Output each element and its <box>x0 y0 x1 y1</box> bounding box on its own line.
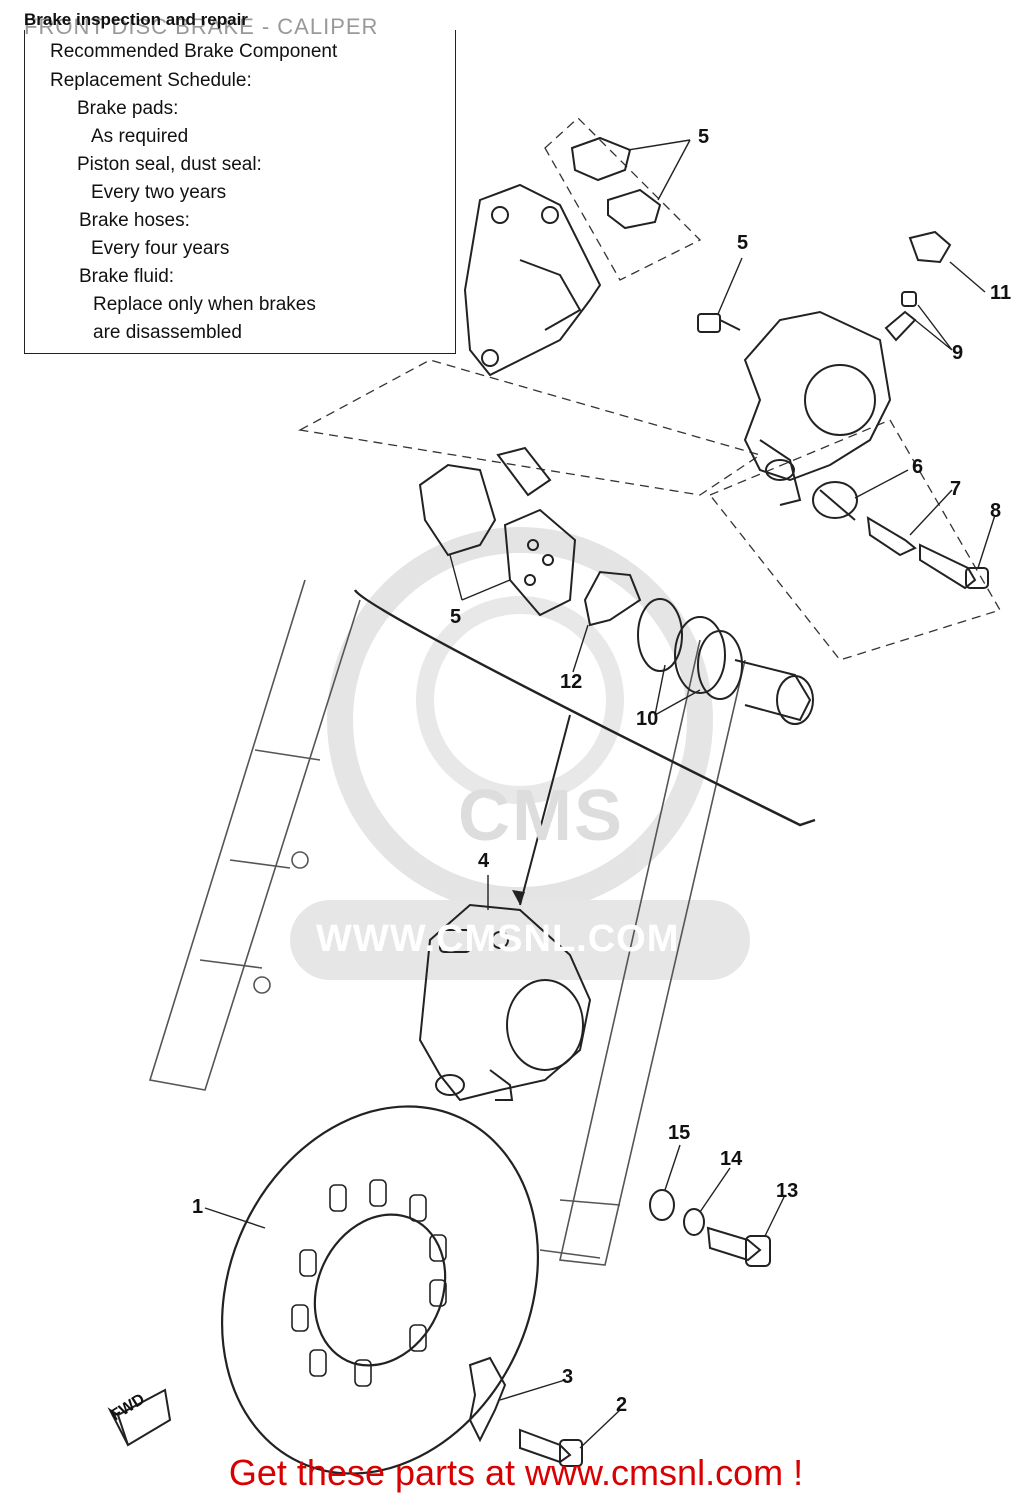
caliper-bracket-top <box>463 183 602 377</box>
brake-disc <box>221 1105 539 1475</box>
section-divider <box>353 589 816 827</box>
watermark-logo <box>290 527 750 980</box>
callout-14: 14 <box>720 1148 743 1170</box>
pad-retainer <box>908 230 952 264</box>
callout-10: 10 <box>636 708 659 730</box>
callout-6: 6 <box>912 456 924 478</box>
forward-arrow <box>107 1388 172 1447</box>
inspection-line: Brake hoses: <box>79 210 190 231</box>
caliper-body-upper <box>743 310 892 506</box>
inspection-line: As required <box>91 126 189 147</box>
pad-spring-top <box>570 136 662 230</box>
inspection-line: Every two years <box>91 182 227 203</box>
watermark-url: WWW.CMSNL.COM <box>316 918 680 960</box>
fork-tube-right <box>539 639 746 1266</box>
callout-11: 11 <box>990 282 1012 304</box>
caliper-bracket-outline <box>298 117 1001 661</box>
leader-lines <box>204 139 996 1449</box>
diagram-title: FRONT DISC BRAKE - CALIPER <box>24 14 379 39</box>
piston-and-seals <box>583 570 814 725</box>
callout-12: 12 <box>560 671 583 693</box>
inspection-box-heading: Brake inspection and repair <box>24 10 248 29</box>
bleed-screw <box>884 291 917 342</box>
inspection-line: Recommended Brake Component <box>50 41 338 62</box>
inspection-line: Brake pads: <box>77 98 179 119</box>
callout-15: 15 <box>668 1122 691 1144</box>
callout-7: 7 <box>950 478 962 500</box>
inspection-line: Replace only when brakes <box>93 294 316 315</box>
callout-13: 13 <box>776 1180 799 1202</box>
callout-2: 2 <box>616 1394 628 1416</box>
footer-link[interactable]: Get these parts at www.cmsnl.com ! <box>228 1452 804 1493</box>
inspection-line: Piston seal, dust seal: <box>77 154 262 175</box>
callout-9: 9 <box>952 342 964 364</box>
callout-3: 3 <box>562 1366 574 1388</box>
caliper-assembly <box>418 903 592 1102</box>
callout-5: 5 <box>737 232 749 254</box>
watermark-brand: CMS <box>458 776 624 856</box>
callout-8: 8 <box>990 500 1002 522</box>
boot-sleeve-bolt <box>812 481 989 590</box>
inspection-line: are disassembled <box>93 322 242 343</box>
bolt-upper <box>697 313 741 333</box>
callout-5: 5 <box>450 606 462 628</box>
inspection-line: Replacement Schedule: <box>50 70 252 91</box>
lock-washer-and-disc-bolt <box>468 1356 583 1467</box>
washers-and-bolt <box>649 1189 771 1267</box>
inspection-line: Brake fluid: <box>79 266 175 287</box>
inspection-line: Every four years <box>91 238 230 259</box>
callout-4: 4 <box>478 850 490 872</box>
callout-1: 1 <box>192 1196 204 1218</box>
inspection-box <box>24 30 456 354</box>
assembly-arrow <box>519 714 571 906</box>
fork-tube-left <box>148 579 361 1091</box>
callout-5: 5 <box>698 126 710 148</box>
